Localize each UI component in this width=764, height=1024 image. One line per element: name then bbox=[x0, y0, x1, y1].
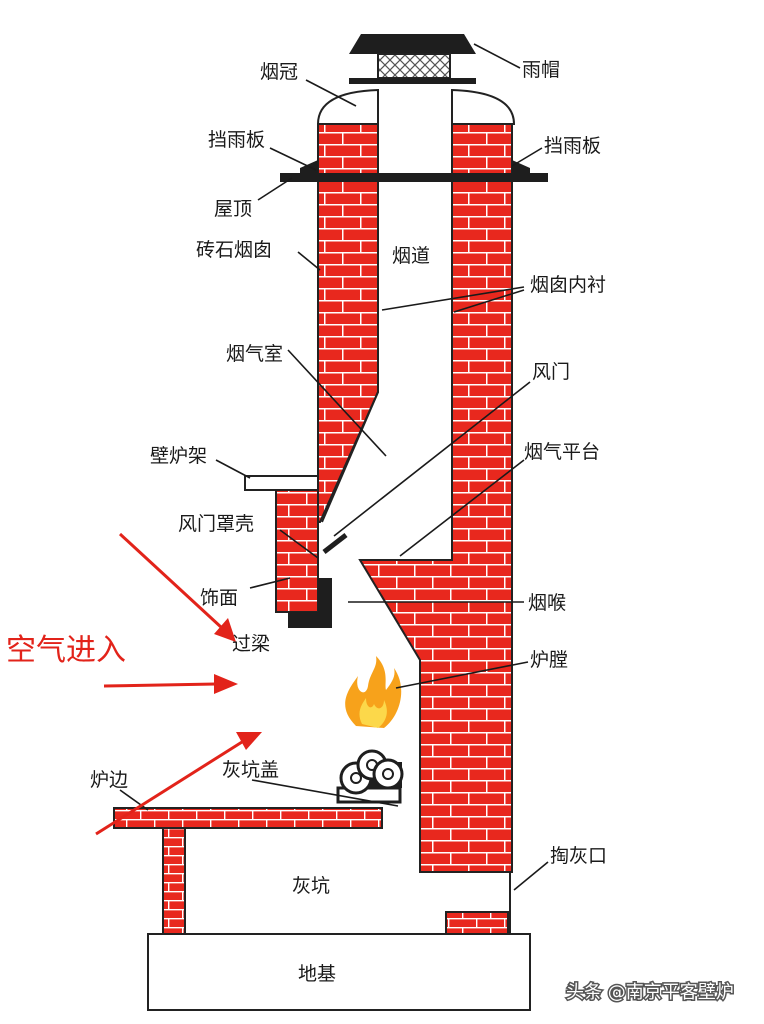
mantel-shelf bbox=[244, 475, 319, 491]
flashing-right bbox=[512, 160, 530, 173]
ash-pit-bottom bbox=[445, 911, 509, 935]
label-smoke-chamber: 烟气室 bbox=[226, 343, 283, 365]
rain-cap bbox=[349, 34, 476, 84]
hearth bbox=[113, 807, 383, 829]
label-ash-pit-cover: 灰坑盖 bbox=[222, 759, 279, 781]
air-arrows bbox=[95, 532, 262, 836]
label-throat: 烟喉 bbox=[528, 592, 566, 614]
label-firebox: 炉膛 bbox=[530, 649, 568, 671]
label-foundation: 地基 bbox=[298, 963, 336, 985]
label-ash-cleanout: 掏灰口 bbox=[550, 845, 607, 867]
label-rain-cap: 雨帽 bbox=[522, 59, 560, 81]
foundation bbox=[147, 933, 531, 1011]
facing bbox=[275, 489, 319, 613]
label-flue-liner: 烟囱内衬 bbox=[530, 274, 606, 296]
label-damper-housing: 风门罩壳 bbox=[178, 513, 254, 535]
fire-icon bbox=[345, 656, 402, 728]
flue-liner bbox=[321, 124, 379, 523]
roof bbox=[280, 173, 548, 182]
leader-lines bbox=[119, 43, 549, 891]
label-masonry-chimney: 砖石烟囱 bbox=[196, 239, 272, 261]
label-lintel: 过梁 bbox=[232, 633, 270, 655]
label-smoke-shelf: 烟气平台 bbox=[524, 441, 600, 463]
damper-housing bbox=[318, 578, 332, 628]
watermark-text: 头条 @南京平客壁炉 bbox=[566, 982, 734, 1003]
watermark: 头条 @南京平客壁炉 bbox=[565, 981, 736, 1005]
label-chimney-crown: 烟冠 bbox=[260, 61, 298, 83]
grate-with-logs bbox=[336, 749, 404, 804]
hearth-support bbox=[162, 827, 186, 935]
label-flashing-right: 挡雨板 bbox=[544, 135, 601, 157]
label-flashing-left: 挡雨板 bbox=[208, 129, 265, 151]
label-air-intake: 空气进入 bbox=[6, 633, 126, 668]
label-hearth: 炉边 bbox=[90, 769, 128, 791]
label-flue: 烟道 bbox=[392, 245, 430, 267]
masonry-right-wall bbox=[358, 123, 513, 873]
chimney-crown bbox=[316, 88, 516, 125]
damper bbox=[322, 533, 348, 554]
label-roof: 屋顶 bbox=[214, 198, 252, 220]
label-ash-pit: 灰坑 bbox=[292, 875, 330, 897]
label-facing: 饰面 bbox=[200, 587, 238, 609]
label-damper: 风门 bbox=[532, 361, 570, 383]
label-mantel: 壁炉架 bbox=[150, 445, 207, 467]
